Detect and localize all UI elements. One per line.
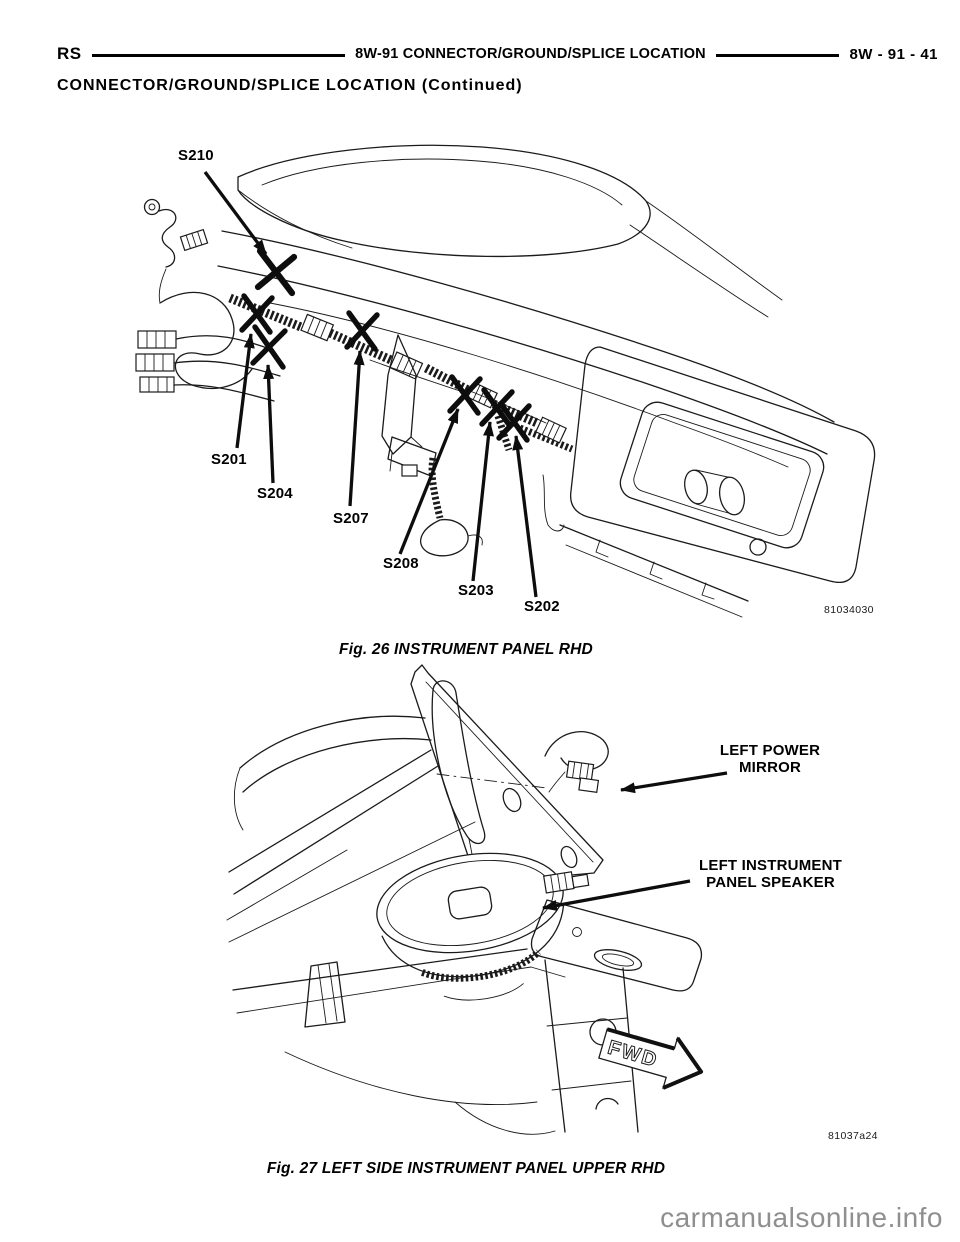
figure-26-image-code: 81034030 [824, 604, 874, 616]
model-code: RS [57, 44, 82, 63]
header-rule-left [91, 53, 346, 57]
arrow-s204 [263, 364, 275, 484]
arrow-s210 [203, 171, 268, 255]
callout-s208: S208 [383, 555, 419, 572]
arrow-s201 [235, 333, 255, 449]
continued-title: CONNECTOR/GROUND/SPLICE LOCATION (Contin… [57, 77, 523, 94]
section-title: 8W-91 CONNECTOR/GROUND/SPLICE LOCATION [355, 46, 706, 62]
callout-s203: S203 [458, 582, 494, 599]
figure-26-drawing [135, 144, 876, 618]
splice-x-s207 [344, 310, 380, 352]
splice-x-s210 [254, 247, 298, 297]
connector-stack [135, 330, 177, 393]
callout-left-power-mirror: LEFT POWER MIRROR [719, 742, 821, 776]
page-header: RS 8W-91 CONNECTOR/GROUND/SPLICE LOCATIO… [57, 44, 938, 64]
callout-s210: S210 [178, 147, 214, 164]
splice-x-s201 [239, 293, 275, 335]
callout-s207: S207 [333, 510, 369, 527]
callout-s204: S204 [257, 485, 293, 502]
callout-s202: S202 [524, 598, 560, 615]
callout-left-instrument-panel-speaker: LEFT INSTRUMENT PANEL SPEAKER [699, 857, 842, 891]
figure-27-image-code: 81037a24 [828, 1130, 878, 1142]
figure-27-caption: Fig. 27 LEFT SIDE INSTRUMENT PANEL UPPER… [266, 1160, 666, 1177]
connector-block [179, 228, 209, 252]
arrow-left-instrument-panel-speaker [542, 879, 691, 911]
arrow-s207 [348, 350, 365, 507]
speaker-connector [543, 871, 590, 894]
header-rule-right [715, 53, 840, 57]
fwd-arrow: FWD [598, 1027, 704, 1090]
splice-x-s208 [447, 374, 483, 416]
arrow-s203 [471, 421, 494, 582]
page-reference: 8W - 91 - 41 [849, 45, 938, 63]
arrow-s202 [512, 435, 538, 598]
watermark: carmanualsonline.info [660, 1202, 943, 1233]
arrow-left-power-mirror [620, 771, 728, 794]
splice-x-s204 [250, 324, 288, 370]
cylinder-actuator [684, 469, 746, 516]
figure-26-caption: Fig. 26 INSTRUMENT PANEL RHD [339, 641, 593, 658]
splice-x-s203 [479, 387, 515, 429]
mirror-connector [565, 760, 600, 794]
arrow-s208 [398, 408, 460, 555]
figure-27-drawing: FWD [226, 664, 728, 1135]
callout-s201: S201 [211, 451, 247, 468]
splice-x-s202 [496, 401, 532, 443]
